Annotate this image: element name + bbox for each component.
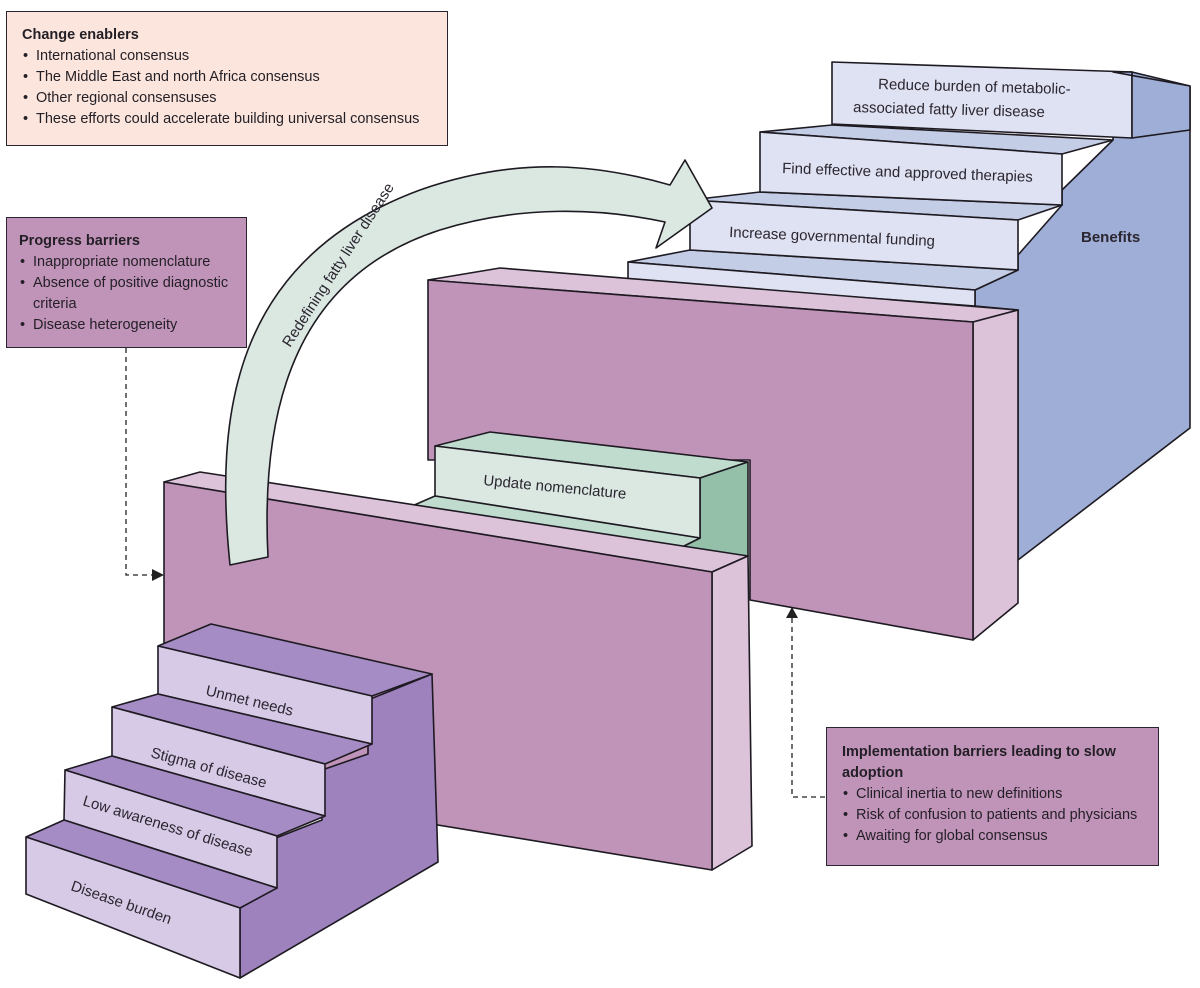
list-item: Disease heterogeneity: [19, 315, 236, 336]
problems-staircase: [25, 623, 439, 979]
change-enablers-box: Change enablers International consensus …: [6, 11, 448, 146]
implementation-connector-line: [791, 618, 825, 798]
list-item: Awaiting for global consensus: [842, 826, 1148, 847]
implementation-connector-arrowhead: [786, 607, 798, 618]
benefits-step3-cap: [1112, 71, 1191, 139]
progress-barriers-title: Progress barriers: [19, 233, 140, 249]
front-wall-side: [711, 555, 753, 871]
arrow-label: Redefining fatty liver disease: [279, 180, 398, 350]
curved-arrow-body: [224, 159, 713, 566]
list-item: International consensus: [22, 46, 433, 67]
progress-barriers-connector: [125, 348, 164, 581]
change-enablers-list: International consensus The Middle East …: [22, 46, 433, 130]
progress-connector-line: [125, 348, 152, 576]
list-item: The Middle East and north Africa consens…: [22, 67, 433, 88]
back-wall-side: [972, 309, 1019, 641]
benefits-step3-label-line2: associated fatty liver disease: [853, 99, 1045, 121]
implementation-barriers-list: Clinical inertia to new definitions Risk…: [842, 784, 1148, 847]
list-item: Absence of positive diagnostic criteria: [19, 273, 236, 315]
progress-connector-arrowhead: [152, 569, 164, 581]
list-item: Inappropriate nomenclature: [19, 252, 236, 273]
benefits-step3-label-line1: Reduce burden of metabolic-: [878, 76, 1071, 98]
implementation-barriers-connector: [786, 607, 825, 798]
progress-barriers-list: Inappropriate nomenclature Absence of po…: [19, 252, 236, 336]
update-nomenclature-step: [411, 431, 749, 557]
list-item: These efforts could accelerate building …: [22, 109, 433, 130]
change-enablers-title: Change enablers: [22, 27, 139, 43]
list-item: Risk of confusion to patients and physic…: [842, 805, 1148, 826]
implementation-barriers-box: Implementation barriers leading to slow …: [826, 727, 1159, 866]
list-item: Clinical inertia to new definitions: [842, 784, 1148, 805]
benefits-staircase: [627, 61, 1191, 561]
list-item: Other regional consensuses: [22, 88, 433, 109]
progress-barriers-box: Progress barriers Inappropriate nomencla…: [6, 217, 247, 348]
implementation-barriers-title: Implementation barriers leading to slow …: [842, 744, 1116, 781]
stair1-front: [25, 836, 241, 979]
benefits-step2-front: [759, 131, 1063, 206]
benefits-label: Benefits: [1081, 229, 1140, 246]
benefits-step1-front: [689, 199, 1019, 271]
